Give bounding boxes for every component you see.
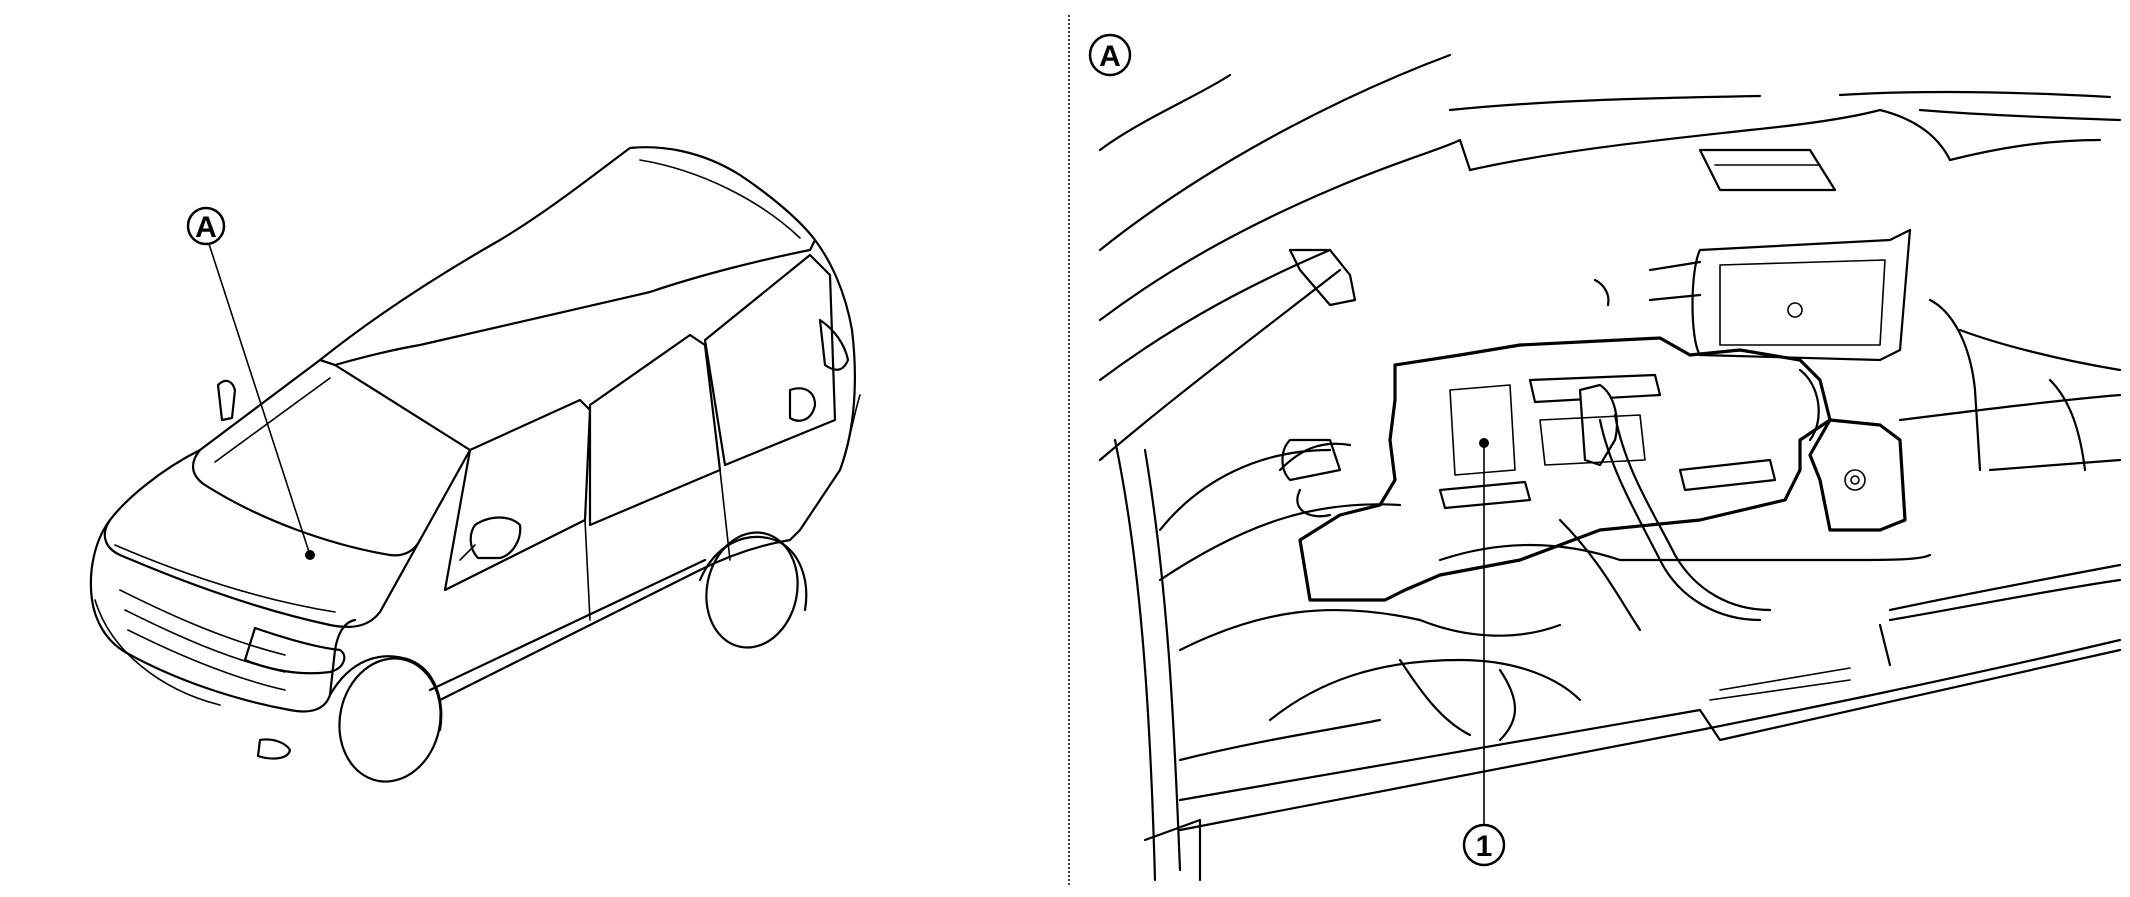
view-leader-line bbox=[208, 243, 311, 556]
vehicle-overview-panel: A bbox=[89, 146, 861, 783]
part-callout-number: 1 bbox=[1476, 830, 1493, 863]
view-point-dot bbox=[305, 550, 315, 560]
control-unit-module bbox=[1298, 336, 1907, 632]
detail-view-panel: A bbox=[1088, 33, 2122, 882]
minivan-illustration bbox=[89, 146, 861, 783]
part-callout-1: 1 bbox=[1462, 823, 1506, 867]
view-callout-letter: A bbox=[195, 211, 217, 244]
detail-callout-letter: A bbox=[1099, 40, 1121, 73]
view-callout-a: A bbox=[186, 206, 226, 246]
part-point-dot bbox=[1479, 438, 1489, 448]
instrument-panel-structure bbox=[1098, 53, 2122, 882]
detail-callout-a: A bbox=[1088, 33, 1132, 77]
